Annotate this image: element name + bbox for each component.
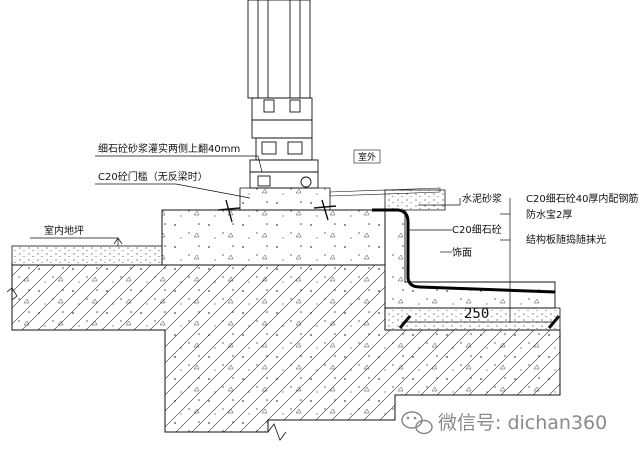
waterproof-label: 防水宝2厚 [526,208,572,221]
grout-bed [239,187,441,211]
topping-label: C20细石砼40厚内配钢筋 [526,192,638,205]
wechat-icon [401,411,433,435]
slab-finish-label: 结构板随捣随抹光 [526,233,606,246]
dimension-250 [398,315,561,329]
door-frame [247,0,319,189]
waterproof-membrane [372,208,556,294]
door-sill [161,209,386,266]
leader-lines [30,155,511,322]
watermark: 微信号: dichan360 [401,411,607,435]
cement-mortar-label: 水泥砂浆 [462,192,502,205]
indoor-screed [11,245,163,266]
indoor-floor-label: 室内地坪 [44,224,84,237]
dimension-text: 250 [464,306,489,322]
sill-note: C20砼门槛（无反梁时） [98,170,208,183]
finish-label: 饰面 [452,246,472,259]
watermark-text: 微信号: dichan360 [438,412,607,434]
slurry-note: 细石砼砂浆灌实两侧上翻40mm [98,142,240,155]
anchor-bolts [217,199,337,223]
outdoor-label: 室外 [358,151,376,163]
outdoor-layers [384,189,561,331]
outdoor-box [353,149,381,164]
c20-fine-label: C20细石砼 [452,223,502,236]
